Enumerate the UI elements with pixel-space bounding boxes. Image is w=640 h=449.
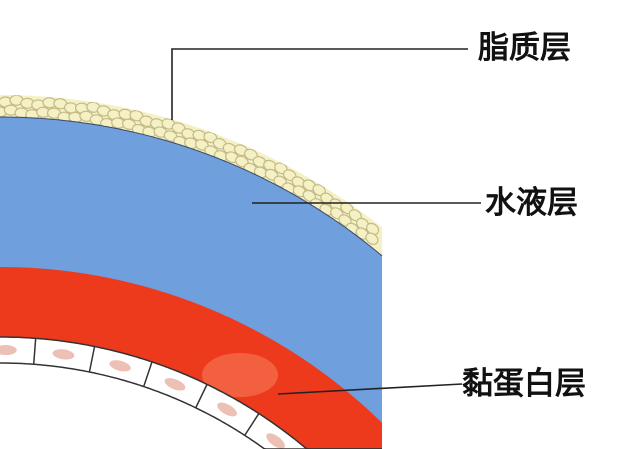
mucin-highlight bbox=[202, 353, 278, 397]
cell-wall bbox=[142, 361, 153, 387]
cell-nucleus bbox=[0, 345, 17, 356]
aqueous-layer-label: 水液层 bbox=[485, 185, 578, 221]
aqueous-layer-edge bbox=[0, 116, 383, 257]
lipid-leader-line bbox=[171, 48, 468, 120]
cell-nucleus bbox=[164, 378, 186, 391]
lipid-droplets bbox=[0, 95, 380, 245]
cell-wall bbox=[32, 338, 37, 365]
epithelial-cells bbox=[0, 338, 285, 449]
mucin-leader-line bbox=[277, 383, 463, 395]
cell-nucleus bbox=[52, 349, 75, 360]
cell-wall bbox=[88, 346, 96, 373]
cell-wall bbox=[244, 413, 260, 436]
epithelium-outer-edge bbox=[0, 336, 382, 449]
lipid-droplet bbox=[365, 232, 379, 245]
cell-nucleus bbox=[109, 360, 131, 372]
cell-nucleus bbox=[266, 433, 285, 449]
epithelium-inner-edge bbox=[0, 362, 382, 449]
cell-wall bbox=[195, 384, 208, 409]
mucin-layer-label: 黏蛋白层 bbox=[462, 366, 586, 402]
lipid-layer-label: 脂质层 bbox=[478, 30, 571, 66]
cell-nucleus bbox=[217, 402, 237, 417]
